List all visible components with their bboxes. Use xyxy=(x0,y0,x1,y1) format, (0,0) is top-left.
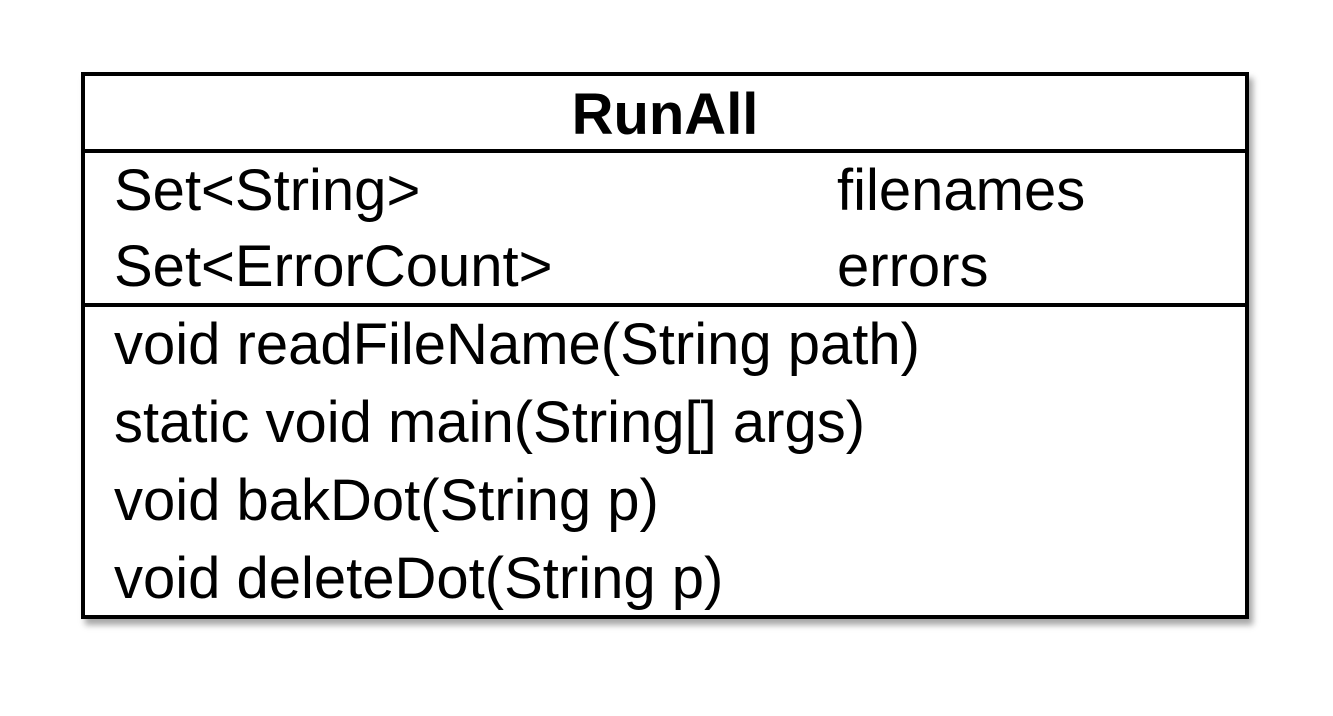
operation-row: void bakDot(String p) xyxy=(114,468,659,533)
class-name: RunAll xyxy=(85,76,1245,153)
uml-class-box: RunAll Set<String> filenames Set<ErrorCo… xyxy=(81,72,1249,619)
attribute-name: errors xyxy=(837,234,989,299)
operation-row: void readFileName(String path) xyxy=(114,312,920,377)
operations-compartment: void readFileName(String path) static vo… xyxy=(85,307,1245,619)
operation-row: void deleteDot(String p) xyxy=(114,546,724,611)
operation-row: static void main(String[] args) xyxy=(114,390,866,455)
attribute-row: Set<String> filenames xyxy=(85,153,1245,229)
attribute-row: Set<ErrorCount> errors xyxy=(85,229,1245,305)
attribute-name: filenames xyxy=(837,158,1086,223)
attribute-type: Set<ErrorCount> xyxy=(114,234,553,299)
attribute-type: Set<String> xyxy=(114,158,421,223)
attributes-compartment: Set<String> filenames Set<ErrorCount> er… xyxy=(85,153,1245,307)
